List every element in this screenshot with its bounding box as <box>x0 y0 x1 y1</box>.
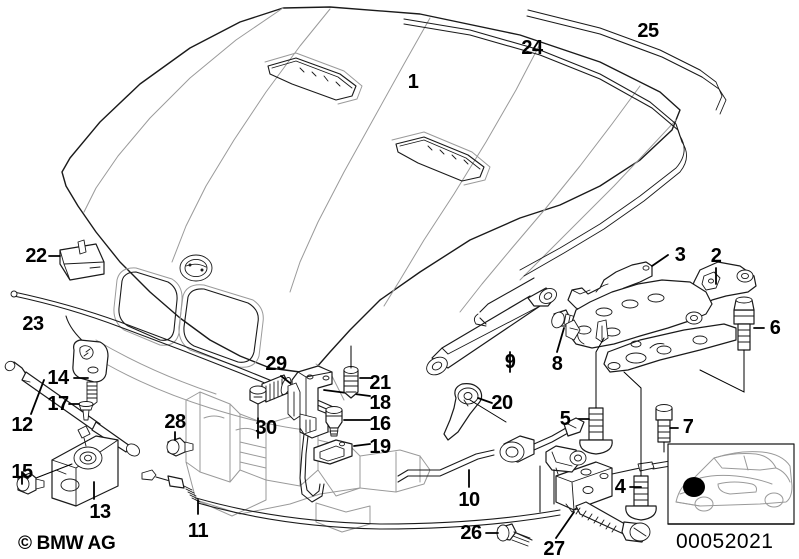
callout-7-bolt: 7 <box>682 416 694 438</box>
insulation-clip-22 <box>59 239 105 281</box>
callout-15-buffer: 15 <box>11 461 33 483</box>
leader-19 <box>353 443 371 447</box>
gas-strut-9 <box>426 277 557 376</box>
vehicle-location-inset <box>667 443 795 525</box>
callout-25-seal: 25 <box>637 20 659 42</box>
hood-hinge-assembly <box>565 279 737 373</box>
catch-hook-14 <box>72 339 109 407</box>
leader-15 <box>21 471 29 485</box>
hood-panel <box>61 6 681 433</box>
callout-26-screw: 26 <box>460 522 482 544</box>
callout-28-buffer: 28 <box>164 411 186 433</box>
callout-20-lever: 20 <box>491 392 513 414</box>
buffer-15 <box>16 472 45 495</box>
leader-8 <box>556 327 565 353</box>
callout-2-hinge-arm: 2 <box>710 245 722 267</box>
cover-cap-19 <box>313 439 353 465</box>
seal-strip-25 <box>526 9 727 115</box>
copyright-notice: © BMW AG <box>18 533 116 554</box>
screw-17 <box>78 401 94 421</box>
callout-8-bolt: 8 <box>551 353 563 375</box>
callout-5-screw: 5 <box>559 408 571 430</box>
callout-13-lock: 13 <box>89 501 111 523</box>
location-marker-dot <box>683 477 705 497</box>
leader-27 <box>555 511 575 539</box>
bowden-cable-11 <box>141 449 761 530</box>
callout-21-rubber-buffer: 21 <box>369 372 391 394</box>
callout-23-seal-strip: 23 <box>22 313 44 335</box>
bolt-6 <box>699 296 755 393</box>
kidney-grille-left <box>113 267 183 346</box>
bracket-18 <box>287 365 333 503</box>
screw-5 <box>579 337 613 455</box>
leader-20 <box>477 397 493 404</box>
callout-17-screw: 17 <box>47 393 69 415</box>
bolt-7 <box>655 404 673 453</box>
callout-12-gas-spring: 12 <box>11 414 33 436</box>
leader-29 <box>280 375 291 384</box>
callout-9-gas-strut: 9 <box>504 351 516 373</box>
hood-lock-13 <box>35 425 119 507</box>
callout-11-bowden-cable: 11 <box>187 520 209 542</box>
bolt-30 <box>249 385 267 419</box>
callout-1-hood: 1 <box>407 71 419 93</box>
leader-3 <box>651 254 669 267</box>
callout-30-bolt: 30 <box>255 417 277 439</box>
seal-strip-24 <box>403 18 687 277</box>
rubber-buffer-21 <box>343 345 359 399</box>
rubber-stop-16 <box>325 406 343 437</box>
release-lever-20 <box>443 383 507 441</box>
callout-16-rubber-stop: 16 <box>369 413 391 435</box>
hood-vent-left <box>264 52 363 105</box>
callout-3-bracket: 3 <box>674 244 686 266</box>
callout-10-release-cable: 10 <box>458 489 480 511</box>
screw-27 <box>575 501 651 543</box>
release-cable-10 <box>397 417 587 513</box>
bmw-roundel-badge <box>179 254 213 282</box>
screw-26 <box>496 523 533 547</box>
callout-18-bracket: 18 <box>369 392 391 414</box>
hood-vent-right <box>391 131 491 186</box>
callout-6-bolt: 6 <box>769 317 781 339</box>
kidney-grille-right <box>178 284 264 368</box>
gas-spring-12 <box>4 360 140 457</box>
callout-4-screw: 4 <box>614 476 626 498</box>
callout-24-seal: 24 <box>521 37 543 59</box>
callout-22-insulation-clip: 22 <box>25 245 47 267</box>
leader-12 <box>30 379 45 415</box>
diagram-id-label: 00052021 <box>676 530 774 553</box>
buffer-28 <box>166 437 194 457</box>
callout-27-screw: 27 <box>543 538 565 559</box>
callout-14-catch-hook: 14 <box>47 367 69 389</box>
screw-4 <box>623 371 657 521</box>
callout-19-cover-cap: 19 <box>369 436 391 458</box>
callout-29-bolt: 29 <box>265 353 287 375</box>
